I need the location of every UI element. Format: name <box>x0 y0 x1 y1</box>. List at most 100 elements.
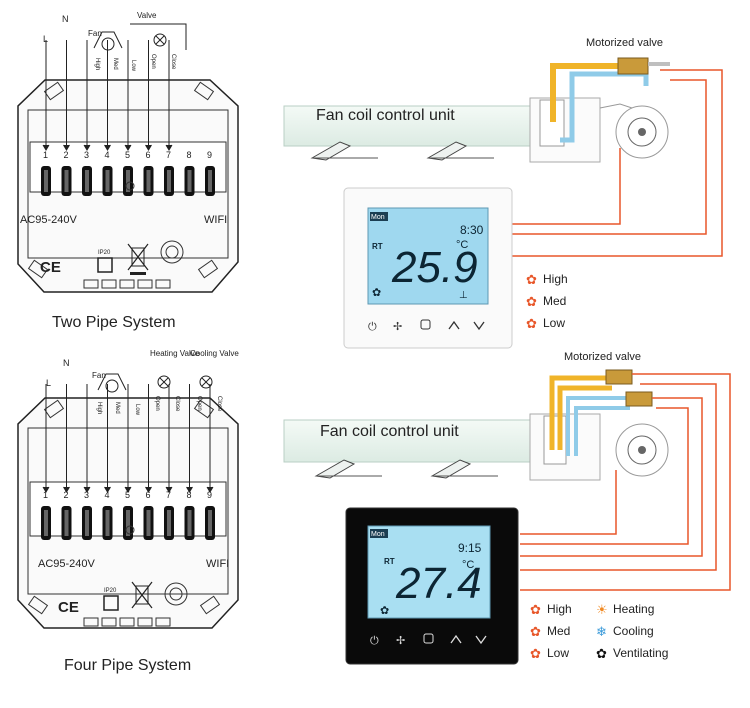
lcd-valve-icon: ⊥ <box>459 290 468 301</box>
high-label: High <box>96 402 102 414</box>
legend-label: Med <box>547 624 570 638</box>
legend-label: Heating <box>613 602 654 616</box>
terminal-number: 7 <box>166 150 171 160</box>
legend-label: Cooling <box>613 624 654 638</box>
valve-label: Valve <box>137 11 157 20</box>
lcd-rt-label: RT <box>384 557 395 566</box>
sun-icon: ☀ <box>596 602 608 617</box>
mounting-hole-icon <box>160 240 184 264</box>
legend-label: High <box>547 602 572 616</box>
fan-med-icon: ✿ <box>530 624 541 639</box>
open-label-2: Open <box>196 396 202 411</box>
fan-high-icon: ✿ <box>526 272 537 287</box>
terminal-label-l: L <box>46 378 51 388</box>
terminal-number: 3 <box>84 490 89 500</box>
legend-top: ✿High✿Med✿Low <box>526 272 568 331</box>
pipes-bottom: Motorized valve <box>520 351 731 591</box>
low-label: Low <box>134 404 140 416</box>
close-label: Close <box>170 54 176 70</box>
lcd-fan-icon: ✿ <box>380 605 389 617</box>
close-label: Close <box>174 396 180 412</box>
system-title-two-pipe: Two Pipe System <box>52 314 176 331</box>
terminal-label-n: N <box>62 14 69 24</box>
terminal-number: 3 <box>84 150 89 160</box>
lcd-time: 8:30 <box>460 223 484 237</box>
cooling-motorized-valve-icon <box>625 391 653 407</box>
open-label: Open <box>150 54 156 69</box>
motorized-valve-label: Motorized valve <box>564 351 641 363</box>
legend-bottom: ✿High✿Med✿Low☀Heating❄Cooling✿Ventilatin… <box>530 602 668 661</box>
fan-coil-duct-bottom: Fan coil control unit <box>283 413 669 481</box>
terminal-label-l: L <box>43 34 48 44</box>
heating-valve-label: Heating Valve <box>150 349 200 358</box>
terminal-number: 4 <box>105 490 110 500</box>
motorized-valve-icon <box>617 57 649 75</box>
fan-button-icon: ✢ <box>393 321 402 333</box>
ce-mark: CE <box>40 259 61 276</box>
heating-motorized-valve-icon <box>605 369 633 385</box>
lcd-screen <box>367 207 489 305</box>
fan-symbol-icon <box>105 379 119 393</box>
lcd-unit: °C <box>456 239 468 251</box>
ce-mark: CE <box>58 599 79 616</box>
wiring-labels-top: L N Fan Valve High Med Low Open Close <box>43 11 187 72</box>
down-button-icon <box>475 635 487 645</box>
lcd-day: Mon <box>371 531 385 538</box>
wiring-labels-bottom: L N Fan Heating Valve Cooling Valve High… <box>46 349 239 416</box>
up-button-icon <box>450 634 462 644</box>
up-button-icon <box>448 320 460 330</box>
voltage-label: AC95-240V <box>20 214 78 226</box>
terminal-number: 9 <box>207 490 212 500</box>
legend-label: Ventilating <box>613 646 668 660</box>
high-label: High <box>94 58 100 70</box>
lcd-fan-icon: ✿ <box>372 287 381 299</box>
low-label: Low <box>130 60 136 72</box>
fan-label: Fan <box>88 29 102 38</box>
ip-rating-label: IP20 <box>98 250 111 256</box>
legend-label: Low <box>547 646 569 660</box>
fan-med-icon: ✿ <box>526 294 537 309</box>
power-button-icon: ⏻ <box>368 321 377 333</box>
lcd-screen <box>367 525 491 619</box>
pipes-top: Motorized valve <box>512 37 723 257</box>
med-label: Med <box>114 402 120 414</box>
fan-label: Fan <box>92 371 106 380</box>
weee-bin-icon <box>131 581 153 609</box>
fan-coil-duct-top: Fan coil control unit <box>283 97 669 163</box>
square-icon <box>97 257 113 273</box>
power-button-icon: ⏻ <box>370 635 379 647</box>
lcd-rt-label: RT <box>372 242 383 251</box>
lcd-unit: °C <box>462 559 474 571</box>
med-label: Med <box>112 58 118 70</box>
terminal-label-n: N <box>63 358 70 368</box>
wifi-label: WIFI <box>206 558 229 570</box>
legend-label: Med <box>543 294 566 308</box>
lcd-temperature: 27.4 <box>395 559 482 608</box>
terminal-number: 7 <box>166 490 171 500</box>
terminal-number: 6 <box>146 490 151 500</box>
thermostat-front-top: Mon 8:30 RT 25.9 °C ✿ ⊥ ⏻ ✢ <box>343 187 513 349</box>
thermostat-front-bottom: Mon 9:15 RT 27.4 °C ✿ ⏻ ✢ <box>345 507 519 665</box>
mode-button-icon <box>423 633 434 644</box>
lcd-time: 9:15 <box>458 541 482 555</box>
system-title-four-pipe: Four Pipe System <box>64 657 191 674</box>
terminal-number: 9 <box>207 150 212 160</box>
legend-label: High <box>543 272 568 286</box>
terminal-number: 8 <box>187 150 192 160</box>
mode-button-icon <box>420 319 431 330</box>
fan-icon: ✿ <box>596 646 607 661</box>
down-button-icon <box>473 321 485 331</box>
voltage-label: AC95-240V <box>38 558 96 570</box>
open-label: Open <box>154 396 160 411</box>
fan-low-icon: ✿ <box>526 316 537 331</box>
terminal-number: 1 <box>43 150 48 160</box>
close-label-2: Close <box>216 396 222 412</box>
mounting-hole-icon <box>164 582 188 606</box>
snowflake-icon: ❄ <box>596 624 607 639</box>
terminal-number: 6 <box>146 150 151 160</box>
